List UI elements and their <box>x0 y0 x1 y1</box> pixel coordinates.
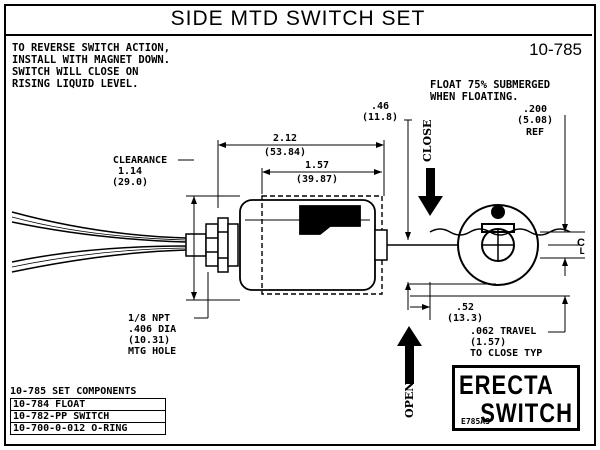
travel-mm: (1.57) <box>470 337 507 348</box>
dim-0-46-mm: (11.8) <box>361 112 399 123</box>
dim-2-12-mm: (53.84) <box>263 147 307 158</box>
mounting-fitting <box>185 217 239 273</box>
clearance-mm: (29.0) <box>111 177 149 188</box>
components-heading: 10-785 SET COMPONENTS <box>10 386 137 397</box>
components-table: 10-785 SET COMPONENTS 10-784 FLOAT 10-78… <box>10 386 166 435</box>
part-number: 10-785 <box>529 40 582 59</box>
dim-1-57: 1.57 <box>304 160 330 171</box>
component-row: 10-782-PP SWITCH <box>10 411 166 423</box>
dim-0-46: .46 <box>370 101 390 112</box>
stem <box>374 229 460 261</box>
clearance-label: CLEARANCE <box>112 155 168 166</box>
drawing-frame <box>4 4 596 446</box>
component-row: 10-784 FLOAT <box>10 398 166 411</box>
component-row: 10-700-0-012 O-RING <box>10 423 166 435</box>
dim-0-200-mm: (5.08) <box>516 115 554 126</box>
close-arrow <box>418 168 443 216</box>
dim-0-52-mm: (13.3) <box>446 313 484 324</box>
travel-label: .062 TRAVEL <box>470 326 537 337</box>
travel-note: TO CLOSE TYP <box>470 348 543 359</box>
close-label: CLOSE <box>421 119 434 162</box>
dia-mm: (10.31) <box>128 335 171 346</box>
clearance-in: 1.14 <box>117 166 143 177</box>
reverse-action-note: TO REVERSE SWITCH ACTION, INSTALL WITH M… <box>12 42 171 90</box>
npt-label: 1/8 NPT <box>128 313 171 324</box>
float <box>457 204 539 286</box>
dim-2-12: 2.12 <box>272 133 298 144</box>
switch-body <box>239 195 383 295</box>
centerline-c: C <box>577 237 585 249</box>
logo-top-text: ERECTA <box>459 370 554 400</box>
drawing-title: SIDE MTD SWITCH SET <box>4 4 592 36</box>
logo-bottom-text: SWITCH <box>480 398 573 428</box>
centerline-l: L <box>579 247 585 257</box>
cable-wires <box>11 211 187 273</box>
liquid-level <box>429 228 571 236</box>
dim-0-200: .200 <box>522 104 548 115</box>
dim-0-52: .52 <box>455 302 475 313</box>
arrowheads <box>191 142 568 310</box>
erecta-switch-logo: ERECTA SWITCH E785AS <box>452 365 580 431</box>
logo-code: E785AS <box>461 417 490 426</box>
dim-1-57-mm: (39.87) <box>295 174 339 185</box>
ref-label: REF <box>525 127 545 138</box>
mtg-hole-label: MTG HOLE <box>128 346 177 357</box>
dia-label: .406 DIA <box>128 324 177 335</box>
float-submerged-note: FLOAT 75% SUBMERGED WHEN FLOATING. <box>430 79 551 103</box>
open-label: OPEN <box>403 381 416 418</box>
open-arrow <box>397 326 422 384</box>
